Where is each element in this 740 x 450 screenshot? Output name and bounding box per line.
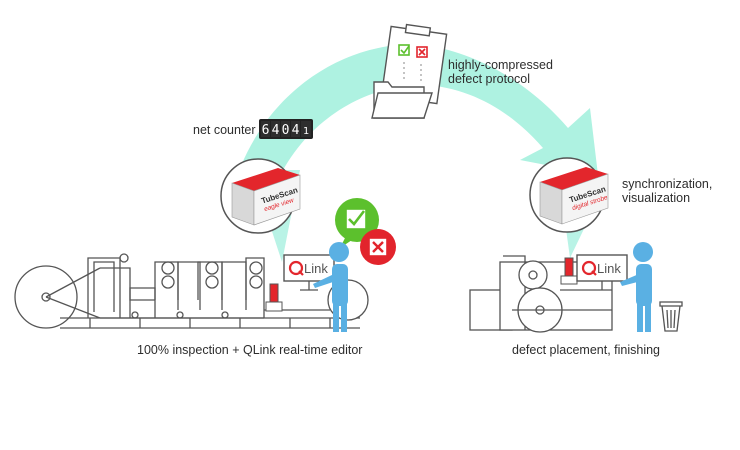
operator-left-person-icon xyxy=(313,242,349,332)
waste-bin-icon xyxy=(659,301,683,332)
counter-digit: 6 xyxy=(262,123,270,138)
approve-check-icon xyxy=(335,198,379,248)
reject-cross-icon xyxy=(360,229,396,265)
operator-right-person-icon xyxy=(620,242,653,332)
sync-label-line2: visualization xyxy=(622,191,691,205)
sync-label-line1: synchronization, xyxy=(622,177,713,191)
qlink-monitor-right: Link xyxy=(576,254,628,290)
qlink-monitor-left: Link xyxy=(283,254,335,291)
counter-digit: 4 xyxy=(292,123,300,138)
counter-digit: 0 xyxy=(282,123,290,138)
counter-digit: 4 xyxy=(272,123,280,138)
device-right-badge: TubeScan digital strobe xyxy=(529,157,609,233)
device-left-badge: TubeScan eagle view xyxy=(220,158,301,234)
finishing-machine xyxy=(469,255,613,333)
net-counter-display: 6 4 0 4 1 xyxy=(259,119,313,139)
right-caption: defect placement, finishing xyxy=(512,343,661,357)
protocol-label-line2: defect protocol xyxy=(448,72,530,86)
printing-press-machine xyxy=(14,253,369,329)
protocol-label-line1: highly-compressed xyxy=(448,58,553,72)
qlink-text-left: Link xyxy=(304,261,328,276)
counter-digit: 1 xyxy=(303,126,309,137)
net-counter-label: net counter xyxy=(193,123,256,137)
protocol-clipboard-icon xyxy=(380,23,448,105)
left-caption: 100% inspection + QLink real-time editor xyxy=(137,343,363,357)
camera-sensor-left xyxy=(265,283,283,312)
folder-icon xyxy=(371,81,433,119)
qlink-text-right: Link xyxy=(597,261,621,276)
